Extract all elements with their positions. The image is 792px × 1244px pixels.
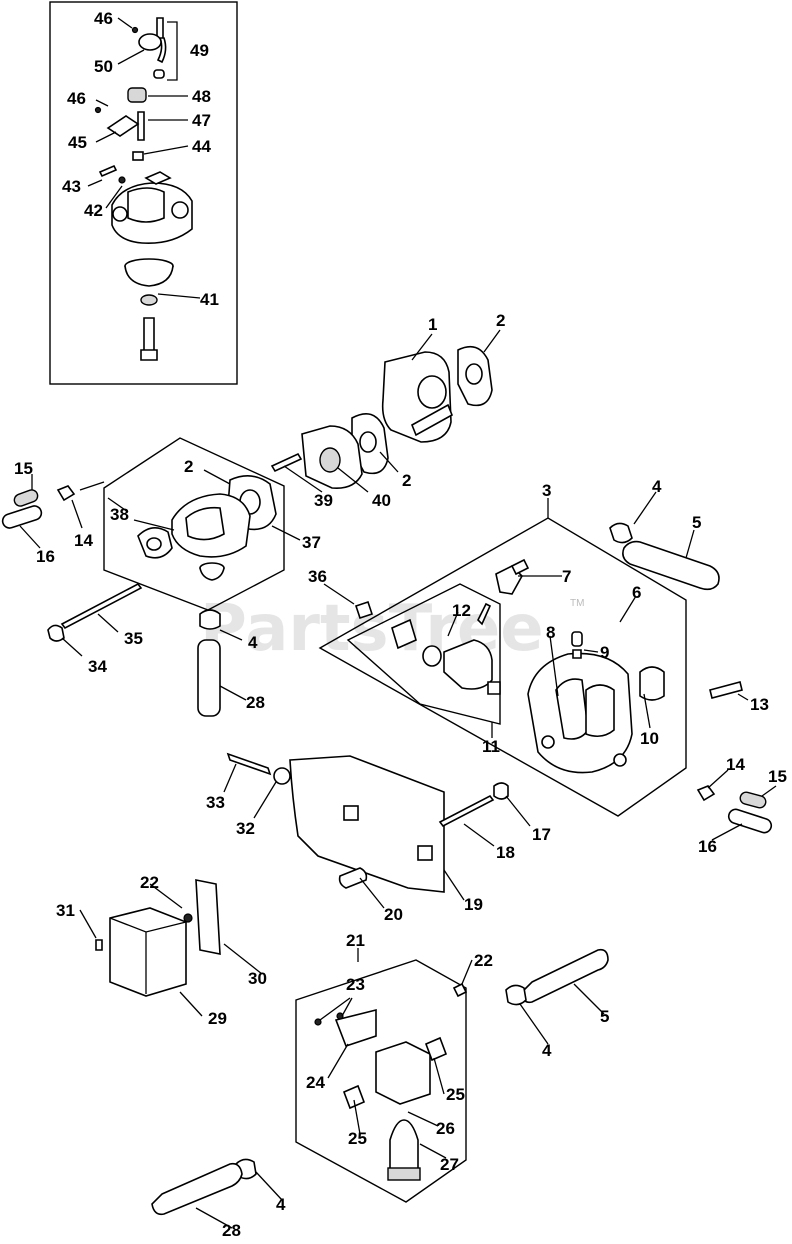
callout-14b[interactable]: 14 xyxy=(726,755,745,774)
callout-45[interactable]: 45 xyxy=(68,133,87,152)
callout-14a[interactable]: 14 xyxy=(74,531,93,550)
callout-42[interactable]: 42 xyxy=(84,201,103,220)
callout-16a[interactable]: 16 xyxy=(36,547,55,566)
lower-kit-box xyxy=(295,959,467,1203)
callout-31[interactable]: 31 xyxy=(56,901,75,920)
callout-38[interactable]: 38 xyxy=(110,505,129,524)
callout-1[interactable]: 1 xyxy=(428,315,437,334)
callout-4d[interactable]: 4 xyxy=(276,1195,286,1214)
carburetor-assembly-box xyxy=(103,437,285,611)
callout-4a[interactable]: 4 xyxy=(652,477,662,496)
callout-15b[interactable]: 15 xyxy=(768,767,787,786)
callout-20[interactable]: 20 xyxy=(384,905,403,924)
callout-28b[interactable]: 28 xyxy=(222,1221,241,1240)
callout-11[interactable]: 11 xyxy=(482,737,500,756)
fuel-shutoff-box xyxy=(346,583,501,725)
callout-7[interactable]: 7 xyxy=(562,567,571,586)
callout-9[interactable]: 9 xyxy=(600,643,609,662)
callout-5a[interactable]: 5 xyxy=(692,513,701,532)
callout-35[interactable]: 35 xyxy=(124,629,143,648)
callout-49[interactable]: 49 xyxy=(190,41,209,60)
callout-30[interactable]: 30 xyxy=(248,969,267,988)
callout-4c[interactable]: 4 xyxy=(542,1041,552,1060)
callout-5b[interactable]: 5 xyxy=(600,1007,609,1026)
hose-leads-left xyxy=(79,481,129,513)
callout-34[interactable]: 34 xyxy=(88,657,107,676)
callout-6[interactable]: 6 xyxy=(632,583,641,602)
callout-2a[interactable]: 2 xyxy=(496,311,505,330)
carb-detail-parts xyxy=(94,17,193,361)
callout-29[interactable]: 29 xyxy=(208,1009,227,1028)
watermark-tm: TM xyxy=(570,598,584,609)
mid-left-parts xyxy=(47,582,221,717)
bracket-parts xyxy=(226,752,509,893)
callout-10[interactable]: 10 xyxy=(640,729,659,748)
callout-labels: 46 49 50 46 48 47 45 44 43 42 41 1 2 2 2… xyxy=(14,9,787,1240)
callout-2b[interactable]: 2 xyxy=(184,457,193,476)
callout-25a[interactable]: 25 xyxy=(446,1085,465,1104)
callout-36[interactable]: 36 xyxy=(308,567,327,586)
callout-19[interactable]: 19 xyxy=(464,895,483,914)
callout-48[interactable]: 48 xyxy=(192,87,211,106)
callout-21[interactable]: 21 xyxy=(346,931,365,950)
lower-kit-parts xyxy=(314,948,609,1181)
callout-46a[interactable]: 46 xyxy=(94,9,113,28)
callout-40[interactable]: 40 xyxy=(372,491,391,510)
callout-50[interactable]: 50 xyxy=(94,57,113,76)
carb-assembly-parts xyxy=(137,475,277,581)
carburetor-detail-box xyxy=(49,1,238,385)
right-hose-parts xyxy=(609,522,773,834)
callout-25b[interactable]: 25 xyxy=(348,1129,367,1148)
callout-2c[interactable]: 2 xyxy=(402,471,411,490)
callout-23[interactable]: 23 xyxy=(346,975,365,994)
callout-39[interactable]: 39 xyxy=(314,491,333,510)
watermark: PartsTree xyxy=(200,592,544,666)
callout-22b[interactable]: 22 xyxy=(474,951,493,970)
callout-8[interactable]: 8 xyxy=(546,623,555,642)
callout-44[interactable]: 44 xyxy=(192,137,211,156)
leader-lines xyxy=(19,17,777,1229)
callout-46b[interactable]: 46 xyxy=(67,89,86,108)
callout-13[interactable]: 13 xyxy=(750,695,769,714)
callout-12[interactable]: 12 xyxy=(452,601,471,620)
callout-15a[interactable]: 15 xyxy=(14,459,33,478)
callout-4b[interactable]: 4 xyxy=(248,633,258,652)
fuel-pump-parts xyxy=(354,558,665,774)
bottom-hose-parts xyxy=(151,1158,257,1216)
callout-28a[interactable]: 28 xyxy=(246,693,265,712)
callout-33[interactable]: 33 xyxy=(206,793,225,812)
callout-47[interactable]: 47 xyxy=(192,111,211,130)
callout-18[interactable]: 18 xyxy=(496,843,515,862)
callout-37[interactable]: 37 xyxy=(302,533,321,552)
callout-26[interactable]: 26 xyxy=(436,1119,455,1138)
callout-43[interactable]: 43 xyxy=(62,177,81,196)
left-hose-parts xyxy=(1,485,76,529)
lower-left-parts xyxy=(95,879,221,997)
callout-32[interactable]: 32 xyxy=(236,819,255,838)
callout-17[interactable]: 17 xyxy=(532,825,551,844)
callout-41[interactable]: 41 xyxy=(200,290,219,309)
callout-22a[interactable]: 22 xyxy=(140,873,159,892)
callout-16b[interactable]: 16 xyxy=(698,837,717,856)
intake-parts xyxy=(270,345,493,490)
callout-27[interactable]: 27 xyxy=(440,1155,459,1174)
fuel-pump-box xyxy=(318,517,687,817)
callout-3[interactable]: 3 xyxy=(542,481,551,500)
callout-24[interactable]: 24 xyxy=(306,1073,325,1092)
